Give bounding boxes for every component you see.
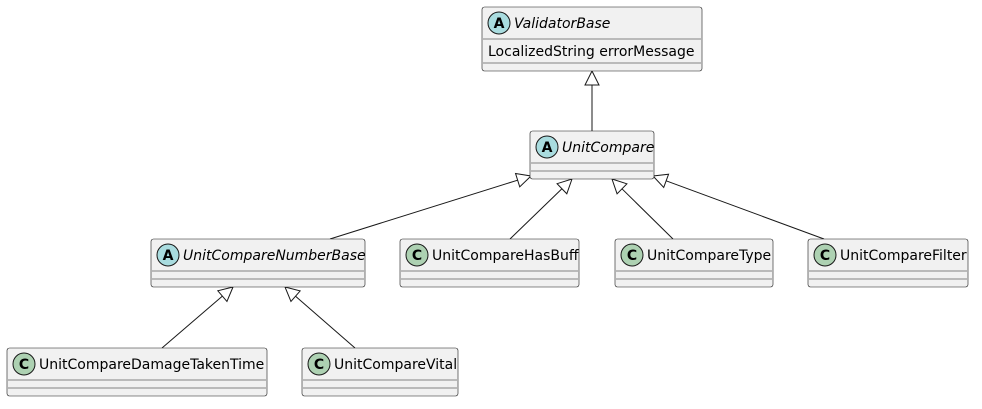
class-icon — [12, 352, 36, 376]
class-box — [529, 130, 655, 180]
class-name: UnitCompareNumberBase — [183, 248, 366, 264]
inheritance-arrowhead — [556, 178, 573, 195]
inheritance-line — [509, 188, 563, 240]
class-icon — [620, 243, 644, 267]
class-unit-compare-has-buff[interactable]: C UnitCompareHasBuff — [399, 238, 580, 288]
class-unit-compare[interactable]: A UnitCompare — [529, 130, 655, 180]
class-icon — [405, 243, 429, 267]
inheritance-unit-compare-type-to-unit-compare — [611, 178, 674, 240]
class-box — [807, 238, 969, 288]
inheritance-unit-compare-filter-to-unit-compare — [651, 173, 825, 240]
stereotype-letter: C — [820, 248, 830, 264]
inheritance-unit-compare-damage-taken-time-to-unit-compare-number-base — [161, 286, 234, 349]
class-box — [301, 347, 459, 397]
class-unit-compare-number-base[interactable]: A UnitCompareNumberBase — [150, 238, 366, 288]
class-name: UnitCompareFilter — [840, 248, 967, 264]
abstract-class-icon — [535, 135, 559, 159]
inheritance-unit-compare-number-base-to-unit-compare — [329, 172, 533, 240]
class-name: UnitCompareVital — [334, 357, 457, 373]
class-box — [150, 238, 366, 288]
stereotype-letter: A — [163, 248, 174, 264]
inheritance-arrowhead — [611, 178, 628, 195]
class-attribute: LocalizedString errorMessage — [488, 44, 695, 60]
class-box — [399, 238, 580, 288]
stereotype-letter: C — [412, 248, 422, 264]
inheritance-line — [329, 179, 518, 240]
inheritance-line — [295, 295, 356, 349]
abstract-class-icon — [156, 243, 180, 267]
class-box — [6, 347, 268, 397]
inheritance-arrowhead — [584, 69, 600, 86]
inheritance-arrowhead — [216, 286, 234, 303]
class-unit-compare-damage-taken-time[interactable]: C UnitCompareDamageTakenTime — [6, 347, 268, 397]
stereotype-letter: C — [314, 357, 324, 373]
stereotype-letter: C — [627, 248, 637, 264]
inheritance-line — [621, 188, 674, 240]
class-name: UnitCompareType — [647, 248, 771, 264]
inheritance-arrowhead — [514, 172, 533, 188]
class-unit-compare-type[interactable]: C UnitCompareType — [614, 238, 774, 288]
inheritance-arrowhead — [284, 286, 302, 303]
abstract-class-icon — [487, 11, 511, 35]
class-name: ValidatorBase — [514, 16, 610, 32]
inheritance-unit-compare-to-validator-base — [584, 69, 600, 131]
class-box — [614, 238, 774, 288]
inheritance-edges — [161, 69, 825, 349]
stereotype-letter: A — [542, 140, 553, 156]
class-name: UnitCompareDamageTakenTime — [39, 357, 264, 373]
class-icon — [813, 243, 837, 267]
inheritance-unit-compare-vital-to-unit-compare-number-base — [284, 286, 356, 349]
inheritance-line — [161, 295, 223, 349]
class-unit-compare-filter[interactable]: C UnitCompareFilter — [807, 238, 969, 288]
class-icon — [307, 352, 331, 376]
stereotype-letter: C — [19, 357, 29, 373]
inheritance-line — [665, 180, 825, 240]
inheritance-unit-compare-has-buff-to-unit-compare — [509, 178, 573, 240]
class-unit-compare-vital[interactable]: C UnitCompareVital — [301, 347, 459, 397]
class-name: UnitCompareHasBuff — [432, 248, 579, 264]
inheritance-arrowhead — [651, 173, 670, 189]
class-name: UnitCompare — [562, 140, 654, 156]
stereotype-letter: A — [494, 16, 505, 32]
